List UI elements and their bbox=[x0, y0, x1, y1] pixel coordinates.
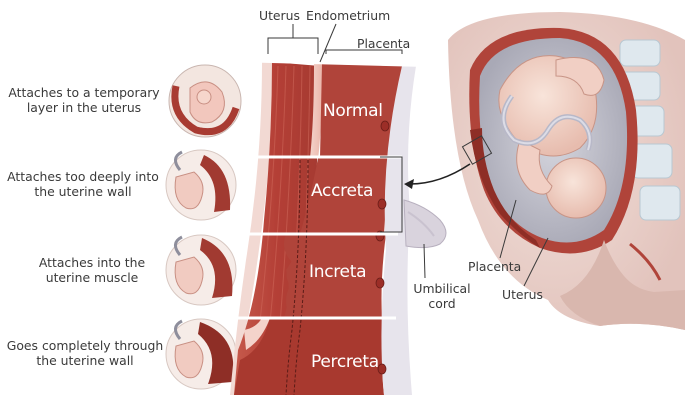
uterine-wall-section bbox=[230, 61, 417, 396]
description-accreta: Attaches too deeply into the uterine wal… bbox=[7, 169, 159, 199]
label-uterus-right: Uterus bbox=[502, 287, 543, 302]
inset-increta bbox=[165, 234, 237, 306]
umbilical-cord-drawing bbox=[403, 199, 447, 249]
label-umbilical-cord: Umbilical cord bbox=[413, 281, 471, 311]
accreta-bracket bbox=[380, 156, 403, 233]
inset-normal bbox=[168, 64, 242, 138]
band-label-accreta: Accreta bbox=[311, 181, 374, 201]
label-placenta-right: Placenta bbox=[468, 259, 522, 274]
pregnancy-illustration bbox=[448, 12, 685, 330]
inset-accreta bbox=[165, 149, 237, 221]
band-label-percreta: Percreta bbox=[311, 352, 379, 372]
right-leaders bbox=[423, 199, 549, 287]
label-endometrium: Endometrium bbox=[306, 8, 391, 23]
label-placenta-top: Placenta bbox=[357, 36, 411, 51]
description-increta: Attaches into the uterine muscle bbox=[38, 255, 146, 285]
band-label-normal: Normal bbox=[323, 101, 383, 121]
inset-percreta bbox=[165, 318, 237, 390]
description-normal: Attaches to a temporary layer in the ute… bbox=[8, 85, 160, 115]
band-label-increta: Increta bbox=[309, 262, 367, 282]
zoom-arrow bbox=[404, 163, 471, 189]
label-uterus-top: Uterus bbox=[259, 8, 300, 23]
top-brackets bbox=[267, 23, 403, 63]
description-percreta: Goes completely through the uterine wall bbox=[6, 338, 164, 368]
